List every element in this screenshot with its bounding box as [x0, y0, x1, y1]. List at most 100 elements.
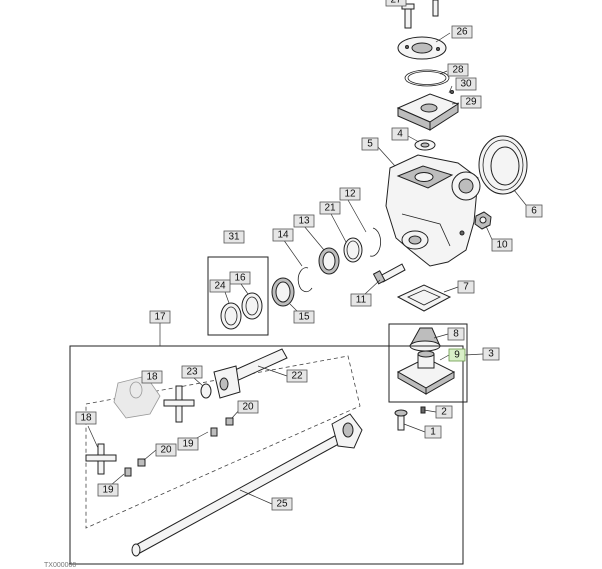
svg-text:16: 16	[234, 273, 246, 284]
callout-16: 16	[229, 271, 251, 285]
bearing-part-13	[318, 247, 340, 275]
seal-part-24	[220, 302, 242, 330]
svg-text:8: 8	[453, 329, 459, 340]
seal-part-16	[241, 292, 263, 320]
svg-text:24: 24	[214, 281, 226, 292]
svg-text:19: 19	[102, 485, 114, 496]
callout-6: 6	[525, 204, 543, 218]
svg-text:30: 30	[460, 79, 472, 90]
callout-14: 14	[272, 228, 294, 242]
callout-28: 28	[447, 63, 469, 77]
svg-text:10: 10	[496, 240, 508, 251]
callout-31: 31	[223, 230, 245, 244]
callout-19b: 19	[97, 483, 119, 497]
o-ring-part-28	[404, 69, 450, 87]
svg-text:27: 27	[390, 0, 402, 6]
fitting-part-20a	[225, 417, 234, 426]
callout-25: 25	[271, 497, 293, 511]
callout-19a: 19	[177, 437, 199, 451]
kit-box-3	[388, 323, 468, 403]
svg-text:26: 26	[456, 27, 468, 38]
cover-plate-part-26	[397, 36, 447, 60]
svg-text:1: 1	[430, 427, 436, 438]
callout-26: 26	[451, 25, 473, 39]
callout-1: 1	[424, 425, 442, 439]
svg-text:11: 11	[356, 295, 367, 306]
svg-text:20: 20	[160, 445, 172, 456]
bolt-part-1	[394, 409, 408, 431]
svg-text:3: 3	[488, 349, 494, 360]
kit-box-31	[207, 256, 269, 336]
callout-10: 10	[491, 238, 513, 252]
dashed-outline	[85, 355, 361, 529]
svg-text:18: 18	[146, 372, 158, 383]
callout-27: 27	[385, 0, 407, 7]
svg-text:29: 29	[465, 97, 477, 108]
gasket-part-7	[396, 284, 452, 312]
svg-text:19: 19	[182, 439, 194, 450]
fitting-part-19b	[124, 467, 132, 477]
callout-22: 22	[286, 369, 308, 383]
svg-text:23: 23	[186, 367, 198, 378]
bolt-part-27	[401, 0, 439, 29]
callout-29: 29	[460, 95, 482, 109]
svg-text:7: 7	[463, 282, 469, 293]
svg-text:9: 9	[454, 350, 460, 361]
bearing-part-4	[414, 139, 436, 151]
callout-18a: 18	[141, 370, 163, 384]
svg-text:2: 2	[441, 407, 447, 418]
seal-ring-part-21	[343, 237, 363, 263]
callout-2: 2	[435, 405, 453, 419]
callout-11: 11	[350, 293, 372, 307]
callout-24: 24	[209, 279, 231, 293]
knuckle-housing-part-5	[385, 154, 481, 267]
figure-code: TX000000	[44, 562, 77, 569]
svg-text:15: 15	[298, 312, 310, 323]
svg-text:25: 25	[276, 499, 288, 510]
svg-text:5: 5	[367, 139, 373, 150]
svg-text:13: 13	[298, 216, 310, 227]
callout-12: 12	[339, 187, 361, 201]
callout-4: 4	[391, 127, 409, 141]
callout-15: 15	[293, 310, 315, 324]
callout-3: 3	[482, 347, 500, 361]
callout-7: 7	[457, 280, 475, 294]
svg-text:20: 20	[242, 402, 254, 413]
svg-text:12: 12	[344, 189, 356, 200]
svg-text:17: 17	[154, 312, 166, 323]
callout-5: 5	[361, 137, 379, 151]
callout-17: 17	[149, 310, 171, 324]
nut-part-10	[474, 211, 492, 230]
housing-part-9	[396, 350, 456, 395]
callout-18b: 18	[75, 411, 97, 425]
kit-box-17	[69, 345, 464, 565]
stub-shaft-part-22	[213, 348, 288, 399]
cross-part-18	[85, 443, 117, 475]
callout-23: 23	[181, 365, 203, 379]
callout-20b: 20	[155, 443, 177, 457]
svg-text:6: 6	[531, 206, 537, 217]
fitting-part-19a	[210, 427, 218, 437]
callout-8: 8	[447, 327, 465, 341]
bearing-plate-part-29	[396, 90, 460, 131]
universal-joint-part-18-ghost	[113, 375, 161, 419]
svg-text:21: 21	[324, 203, 336, 214]
cross-part-23	[163, 385, 195, 423]
callout-9: 9	[448, 348, 466, 362]
snap-ring-part-12	[369, 227, 382, 257]
svg-text:18: 18	[80, 413, 92, 424]
svg-text:14: 14	[277, 230, 289, 241]
callout-20a: 20	[237, 400, 259, 414]
callout-13: 13	[293, 214, 315, 228]
svg-text:31: 31	[228, 232, 240, 243]
snap-ring-part-14	[297, 267, 313, 293]
fitting-part-20b	[137, 458, 146, 467]
leader-lines	[87, 32, 527, 505]
washer-part-23	[200, 383, 212, 399]
pinion-gear-part-8	[409, 327, 441, 352]
svg-text:28: 28	[452, 65, 464, 76]
bearing-part-15	[271, 277, 295, 307]
svg-text:22: 22	[291, 371, 303, 382]
svg-text:4: 4	[397, 129, 403, 140]
